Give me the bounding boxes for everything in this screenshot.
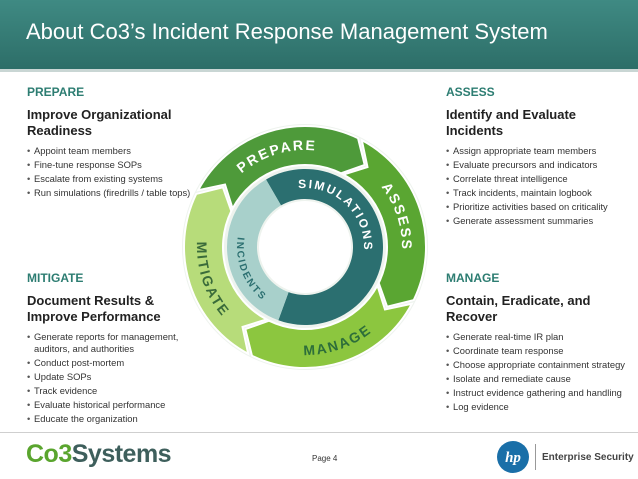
mitigate-subheading: Document Results & Improve Performance bbox=[27, 293, 161, 324]
manage-list: Generate real-time IR plan Coordinate te… bbox=[446, 331, 626, 413]
list-item: Track incidents, maintain logbook bbox=[446, 187, 626, 199]
assess-subheading: Identify and Evaluate Incidents bbox=[446, 107, 577, 138]
footer-divider bbox=[0, 432, 638, 433]
list-item: Isolate and remediate cause bbox=[446, 373, 626, 385]
list-item: Assign appropriate team members bbox=[446, 145, 626, 157]
hp-divider bbox=[535, 444, 536, 470]
logo-co3: Co3 bbox=[26, 440, 72, 468]
diagram-center bbox=[259, 201, 351, 293]
list-item: Instruct evidence gathering and handling bbox=[446, 387, 626, 399]
list-item: Evaluate precursors and indicators bbox=[446, 159, 626, 171]
list-item: Fine-tune response SOPs bbox=[27, 159, 197, 171]
list-item: Educate the organization bbox=[27, 413, 197, 425]
list-item: Appoint team members bbox=[27, 145, 197, 157]
prepare-subheading: Improve Organizational Readiness bbox=[27, 107, 172, 138]
mitigate-heading: MITIGATE bbox=[27, 271, 84, 285]
list-item: Generate reports for management, auditor… bbox=[27, 331, 197, 355]
assess-section: ASSESS Identify and Evaluate Incidents A… bbox=[446, 85, 626, 229]
inner-ring-incidents bbox=[227, 179, 289, 321]
manage-section: MANAGE Contain, Eradicate, and Recover G… bbox=[446, 271, 626, 415]
hp-enterprise-label: Enterprise Security bbox=[542, 452, 634, 463]
mitigate-section: MITIGATE Document Results & Improve Perf… bbox=[27, 271, 197, 427]
title-bar: About Co3’s Incident Response Management… bbox=[0, 0, 638, 72]
list-item: Escalate from existing systems bbox=[27, 173, 197, 185]
list-item: Update SOPs bbox=[27, 371, 197, 383]
assess-list: Assign appropriate team members Evaluate… bbox=[446, 145, 626, 227]
cycle-diagram: PREPAREASSESSMANAGEMITIGATESIMULATIONSIN… bbox=[182, 124, 428, 370]
assess-heading: ASSESS bbox=[446, 85, 495, 99]
cycle-segment-manage bbox=[244, 282, 414, 369]
inner-ring-simulations bbox=[266, 169, 384, 325]
list-item: Choose appropriate containment strategy bbox=[446, 359, 626, 371]
prepare-section: PREPARE Improve Organizational Readiness… bbox=[27, 85, 197, 201]
page-number: Page 4 bbox=[312, 454, 338, 463]
list-item: Generate assessment summaries bbox=[446, 215, 626, 227]
list-item: Evaluate historical performance bbox=[27, 399, 197, 411]
list-item: Conduct post-mortem bbox=[27, 357, 197, 369]
list-item: Prioritize activities based on criticali… bbox=[446, 201, 626, 213]
page-title: About Co3’s Incident Response Management… bbox=[26, 19, 548, 44]
list-item: Log evidence bbox=[446, 401, 626, 413]
hp-logo-mark: hp bbox=[505, 450, 521, 466]
cycle-segment-assess bbox=[340, 138, 427, 308]
list-item: Coordinate team response bbox=[446, 345, 626, 357]
mitigate-list: Generate reports for management, auditor… bbox=[27, 331, 197, 425]
manage-heading: MANAGE bbox=[446, 271, 500, 285]
hp-logo-icon: hp bbox=[497, 441, 529, 473]
prepare-list: Appoint team members Fine-tune response … bbox=[27, 145, 197, 199]
prepare-heading: PREPARE bbox=[27, 85, 85, 99]
manage-subheading: Contain, Eradicate, and Recover bbox=[446, 293, 591, 324]
list-item: Generate real-time IR plan bbox=[446, 331, 626, 343]
list-item: Correlate threat intelligence bbox=[446, 173, 626, 185]
cycle-segment-mitigate bbox=[183, 186, 270, 356]
co3-logo: Co3Systems bbox=[26, 440, 172, 469]
list-item: Track evidence bbox=[27, 385, 197, 397]
logo-systems: Systems bbox=[71, 440, 172, 468]
cycle-segment-prepare bbox=[196, 125, 366, 212]
list-item: Run simulations (firedrills / table tops… bbox=[27, 187, 197, 199]
